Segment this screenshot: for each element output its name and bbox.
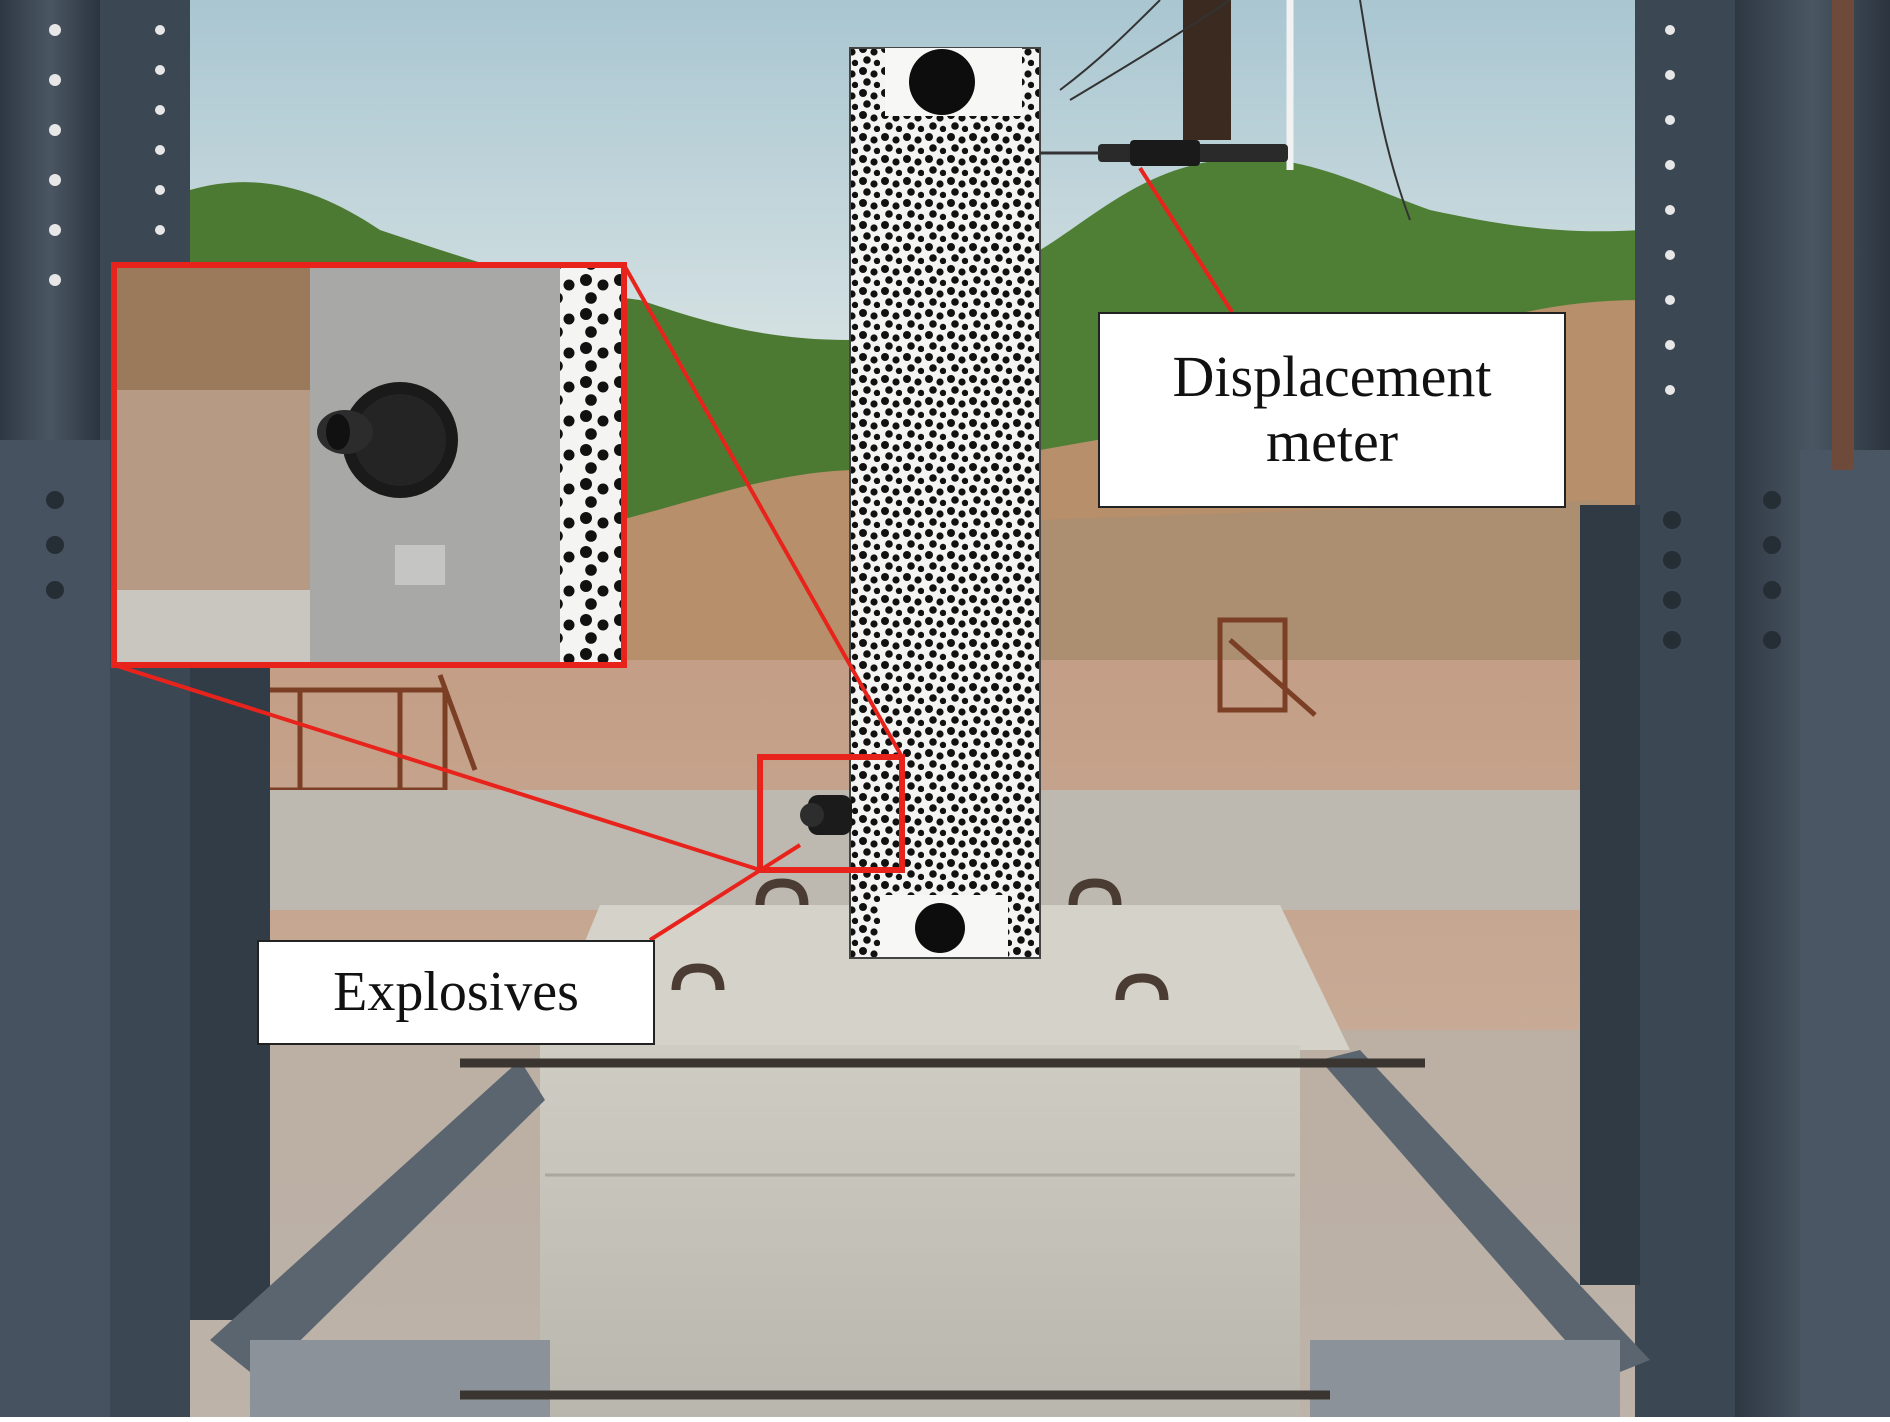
bolts-left — [46, 491, 64, 599]
bolts-right — [1663, 491, 1781, 649]
explosive-charge — [800, 795, 852, 835]
column-holes-left — [49, 24, 165, 286]
displacement-pointer — [1138, 166, 1234, 314]
explosive-callout-box — [757, 754, 905, 873]
zoom-line-bottom — [113, 663, 761, 872]
displacement-meter-label: Displacement meter — [1098, 312, 1566, 508]
explosives-label: Explosives — [257, 940, 655, 1045]
bracket-right — [1320, 1050, 1650, 1380]
steel-flange-right — [1580, 505, 1640, 1285]
steel-column-left-inner — [100, 0, 190, 1417]
concrete-block-top — [540, 905, 1350, 1050]
lifting-hooks — [671, 878, 1169, 1001]
quarry-rock — [1040, 500, 1600, 670]
displacement-label-line2: meter — [1265, 409, 1399, 474]
displacement-meter — [1040, 140, 1288, 166]
displacement-label-line1: Displacement — [1172, 344, 1492, 410]
inset-magnified-view — [114, 265, 624, 665]
rusty-frame-right — [1217, 617, 1317, 717]
column-target-bottom — [915, 903, 965, 953]
bracket-base-left — [250, 1340, 550, 1417]
inset-frame — [111, 262, 627, 668]
column-holes-right — [1665, 25, 1675, 395]
bracket-left — [210, 1060, 545, 1380]
wires — [1059, 0, 1411, 221]
explosives-pointer — [648, 843, 802, 942]
bracket-base-right — [1310, 1340, 1620, 1417]
explosives-label-text: Explosives — [333, 961, 579, 1024]
steel-column-right-inner — [1635, 0, 1735, 1417]
zoom-line-top — [622, 264, 904, 758]
speckled-column — [849, 47, 1041, 959]
column-target-top — [909, 49, 975, 115]
steel-rust-right — [1832, 0, 1854, 470]
steel-flange-left — [190, 560, 270, 1320]
mounting-post — [1183, 0, 1231, 140]
steel-plate-right — [1800, 450, 1890, 1417]
concrete-block — [540, 1045, 1300, 1417]
steel-plate-left — [0, 440, 110, 1417]
